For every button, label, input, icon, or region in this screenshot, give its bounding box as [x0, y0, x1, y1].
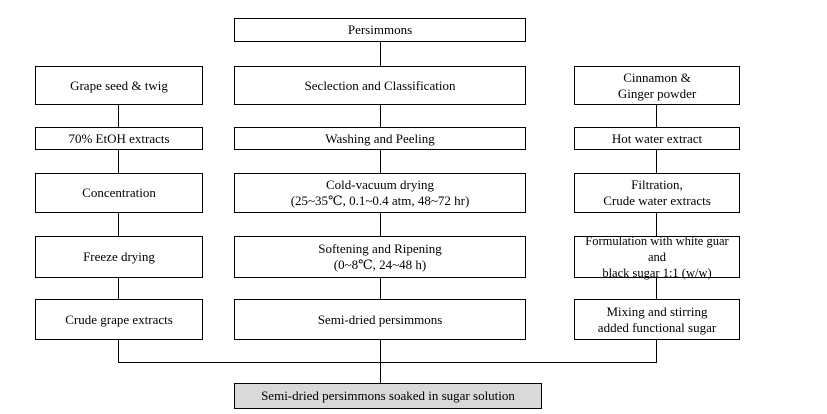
- grape-seed-box: Grape seed & twig: [35, 66, 203, 105]
- connector-left-4: [118, 277, 119, 299]
- etoh-extracts-box: 70% EtOH extracts: [35, 127, 203, 150]
- cold-vacuum-drying-box: Cold-vacuum drying (25~35℃, 0.1~0.4 atm,…: [234, 173, 526, 213]
- connector-left-3: [118, 212, 119, 236]
- concentration-label: Concentration: [82, 185, 156, 200]
- hot-water-extract-label: Hot water extract: [611, 130, 703, 146]
- softening-ripening-conditions: (0~8℃, 24~48 h): [333, 257, 427, 272]
- semi-dried-persimmons-box: Semi-dried persimmons: [234, 299, 526, 340]
- drop-center: [380, 339, 381, 383]
- connector-center-3: [380, 212, 381, 236]
- cinnamon-label: Cinnamon &: [623, 69, 691, 85]
- softening-ripening-label: Softening and Ripening: [318, 241, 442, 256]
- crude-grape-extracts-box: Crude grape extracts: [35, 299, 203, 340]
- freeze-drying-box: Freeze drying: [35, 236, 203, 278]
- filtration-box: Filtration, Crude water extracts: [574, 173, 740, 213]
- persimmons-box: Persimmons: [234, 18, 526, 42]
- washing-peeling-label: Washing and Peeling: [325, 130, 435, 146]
- mixing-stirring-box: Mixing and stirring added functional sug…: [574, 299, 740, 340]
- crude-grape-extracts-label: Crude grape extracts: [65, 311, 173, 327]
- final-product-label: Semi-dried persimmons soaked in sugar so…: [261, 388, 515, 403]
- connector-center-2: [380, 149, 381, 173]
- merge-horizontal: [118, 362, 657, 363]
- final-product-box: Semi-dried persimmons soaked in sugar so…: [234, 383, 542, 409]
- mixing-stirring-label: Mixing and stirring: [606, 303, 708, 319]
- semi-dried-persimmons-label: Semi-dried persimmons: [317, 311, 443, 327]
- functional-sugar-label: added functional sugar: [597, 319, 717, 335]
- drop-right: [656, 339, 657, 363]
- connector-top: [380, 41, 381, 66]
- softening-ripening-box: Softening and Ripening (0~8℃, 24~48 h): [234, 236, 526, 278]
- connector-right-3: [656, 212, 657, 236]
- connector-left-1: [118, 104, 119, 127]
- cold-vacuum-drying-label: Cold-vacuum drying: [326, 177, 434, 192]
- connector-right-4: [656, 277, 657, 299]
- ginger-powder-label: Ginger powder: [617, 85, 697, 101]
- formulation-ratio-label: black sugar 1:1 (w/w): [602, 266, 712, 280]
- drop-left: [118, 339, 119, 363]
- selection-classification-label: Seclection and Classification: [304, 77, 456, 93]
- connector-right-1: [656, 104, 657, 127]
- washing-peeling-box: Washing and Peeling: [234, 127, 526, 150]
- connector-left-2: [118, 149, 119, 173]
- selection-classification-box: Seclection and Classification: [234, 66, 526, 105]
- grape-seed-label: Grape seed & twig: [70, 77, 168, 93]
- freeze-drying-label: Freeze drying: [83, 249, 155, 264]
- hot-water-extract-box: Hot water extract: [574, 127, 740, 150]
- cold-vacuum-drying-conditions: (25~35℃, 0.1~0.4 atm, 48~72 hr): [290, 193, 470, 208]
- formulation-label: Formulation with white guar and: [585, 234, 729, 264]
- persimmons-label: Persimmons: [347, 22, 413, 37]
- connector-center-1: [380, 104, 381, 127]
- filtration-label: Filtration,: [631, 177, 683, 192]
- cinnamon-ginger-box: Cinnamon & Ginger powder: [574, 66, 740, 105]
- connector-right-2: [656, 149, 657, 173]
- etoh-extracts-label: 70% EtOH extracts: [68, 130, 170, 146]
- connector-center-4: [380, 277, 381, 299]
- crude-water-extracts-label: Crude water extracts: [603, 193, 711, 208]
- concentration-box: Concentration: [35, 173, 203, 213]
- formulation-box: Formulation with white guar and black su…: [574, 234, 740, 280]
